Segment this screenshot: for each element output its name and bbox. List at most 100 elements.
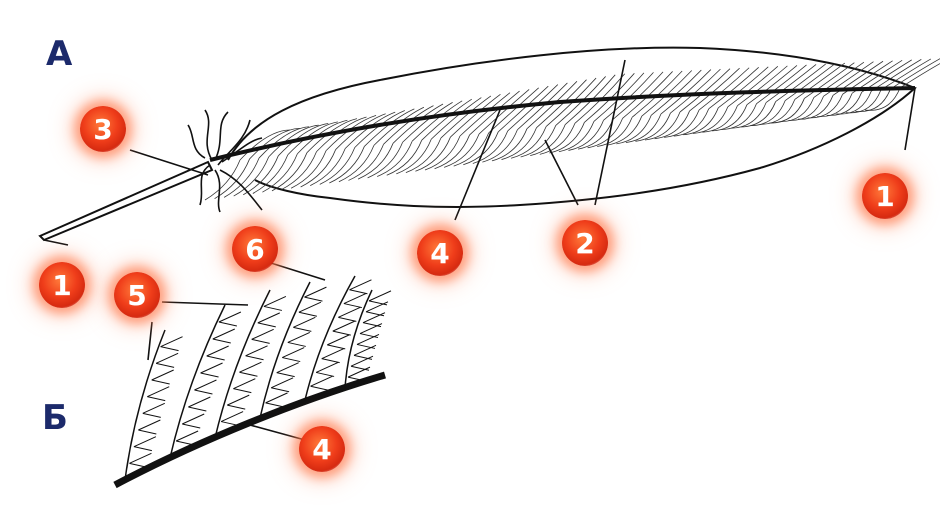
- vane-barb-line: [769, 98, 805, 124]
- vane-barb-line: [233, 156, 270, 197]
- vane-barb-line: [899, 63, 940, 89]
- detail-barbule: [304, 286, 327, 302]
- detail-barbule: [270, 377, 294, 393]
- detail-barbule: [321, 348, 344, 364]
- vane-barb-line: [788, 96, 824, 121]
- vane-barb-line: [310, 148, 346, 187]
- vane-barb-line: [450, 93, 501, 138]
- vane-barb-line: [415, 136, 451, 172]
- vane-barb-line: [297, 119, 348, 155]
- detail-barbule: [142, 402, 165, 418]
- detail-barbule: [212, 328, 235, 344]
- vane-barb-line: [823, 61, 874, 97]
- detail-barbule: [327, 334, 350, 350]
- vane-barb-line: [711, 104, 748, 132]
- vane-barb-line: [855, 88, 891, 112]
- vane-barb-line: [268, 124, 319, 158]
- vane-barb-line: [670, 68, 721, 114]
- vane-barb-line: [794, 62, 846, 100]
- detail-barbule: [287, 331, 310, 347]
- vane-barb-line: [651, 69, 702, 116]
- vane-barb-line: [654, 110, 690, 140]
- vane-barb-line: [440, 95, 492, 139]
- detail-barbule: [293, 316, 316, 332]
- vane-barb-line: [469, 90, 520, 136]
- detail-barb: [344, 289, 373, 389]
- vane-barb-line: [784, 63, 836, 101]
- label-barbs: 2: [562, 220, 608, 266]
- vane-barb-line: [750, 100, 786, 127]
- detail-barbule: [265, 392, 288, 408]
- feather-vane-outline: [227, 46, 917, 209]
- vane-barb-line: [740, 101, 777, 128]
- vane-barb-line: [727, 66, 779, 108]
- vane-barb-line: [431, 97, 482, 140]
- vane-barb-line: [249, 127, 300, 160]
- vane-barb-line: [223, 157, 260, 198]
- vane-barb-line: [463, 131, 499, 166]
- vane-barb-line: [482, 129, 518, 163]
- detail-barb: [304, 275, 356, 401]
- detail-barbule: [359, 323, 383, 339]
- vane-barb-line: [616, 114, 652, 145]
- vane-barb-line: [683, 107, 719, 136]
- vane-barb-line: [357, 143, 394, 180]
- detail-barbule: [263, 295, 287, 311]
- vane-barb-line: [679, 68, 731, 113]
- detail-barbule: [368, 290, 392, 306]
- detail-barbule: [194, 379, 217, 395]
- vane-barb-line: [306, 118, 358, 153]
- detail-barbule: [282, 347, 305, 363]
- rachis-shaft: [209, 86, 916, 162]
- leader-lines: [43, 59, 916, 441]
- detail-barbule: [227, 394, 250, 410]
- detail-barbule: [200, 362, 223, 378]
- detail-barbule: [350, 355, 374, 371]
- vane-barb-line: [721, 103, 757, 130]
- detail-barbule: [276, 362, 299, 378]
- vane-barb-line: [204, 159, 241, 201]
- vane-barb-line: [530, 124, 566, 157]
- vane-barb-line: [287, 121, 338, 156]
- detail-barbule: [206, 345, 229, 361]
- vane-barb-line: [746, 65, 798, 106]
- vane-barb-line: [405, 137, 442, 173]
- vane-barb-line: [718, 66, 769, 109]
- section-letter-a: А: [46, 34, 73, 74]
- vane-barb-line: [520, 125, 557, 158]
- vane-barb-line: [377, 141, 413, 177]
- detail-barbule: [362, 312, 386, 328]
- vane-barb-line: [731, 102, 767, 129]
- vane-barb-line: [424, 135, 461, 171]
- detail-barbule: [182, 413, 205, 429]
- detail-rachis: [113, 371, 386, 489]
- vane-barb-line: [826, 92, 863, 116]
- vane-barb-line: [692, 106, 729, 134]
- detail-barbule: [251, 328, 274, 344]
- detail-barbule: [138, 419, 161, 435]
- detail-barbs-mesh: [124, 275, 392, 481]
- vane-barb-line: [644, 111, 681, 141]
- vane-barb-line: [549, 122, 585, 154]
- detail-barbule: [175, 430, 199, 446]
- vane-barb-line: [606, 116, 643, 146]
- vane-barb-line: [434, 134, 470, 170]
- detail-barbule: [245, 345, 268, 361]
- detail-barbule: [233, 378, 256, 394]
- detail-barbule: [332, 320, 355, 336]
- detail-barbule: [188, 396, 211, 412]
- label-detail-barbs: 5: [114, 272, 160, 318]
- calamus-quill: [38, 160, 214, 242]
- vane-barb-line: [702, 105, 738, 133]
- detail-barb: [124, 329, 166, 481]
- vane-barb-line: [300, 149, 337, 188]
- vane-barb-line: [348, 144, 384, 181]
- vane-barb-line: [507, 84, 559, 132]
- vane-barb-line: [510, 126, 547, 159]
- vane-barb-line: [316, 116, 367, 152]
- vane-barb-line: [252, 154, 289, 194]
- vane-barb-line: [491, 128, 528, 162]
- vane-barb-line: [689, 67, 740, 112]
- vane-barb-line: [459, 92, 511, 137]
- vane-barb-line: [258, 126, 310, 159]
